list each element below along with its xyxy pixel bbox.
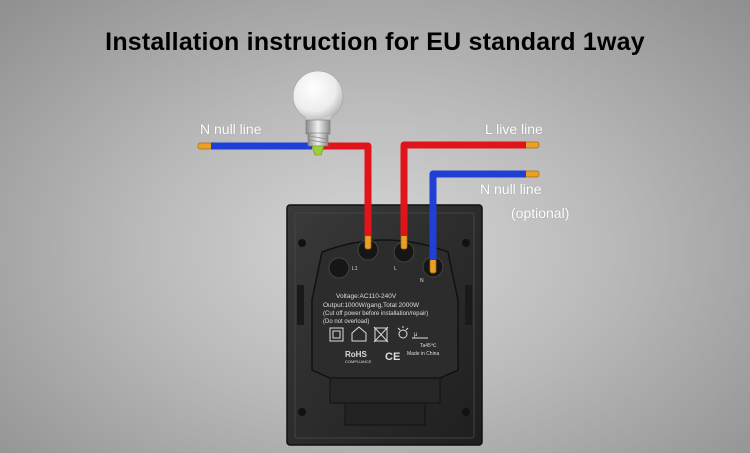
weee-bin-icon [374, 327, 388, 342]
page-title: Installation instruction for EU standard… [105, 28, 645, 56]
mu-symbol: μ [414, 332, 418, 338]
l-live-line-label: L live line [485, 121, 543, 137]
live-wire-right [400, 141, 526, 236]
compliance-symbols [329, 326, 428, 343]
cut-off-text: (Cut off power before installation/repai… [323, 311, 428, 317]
no-overload-text: (Do not overload) [323, 319, 369, 325]
rohs-logo: RoHS [345, 350, 367, 359]
temperature-text: Ta45℃ [420, 343, 437, 349]
neutral-wire-right [429, 170, 526, 260]
live-wire-bulb-to-switch [322, 142, 372, 236]
output-text: Output:1000W/gang,Total 2000W [323, 302, 420, 309]
made-in-text: Made in China [407, 351, 439, 357]
switch-back-module [311, 239, 459, 426]
terminal-l1-label: L1 [352, 266, 358, 272]
optional-label: (optional) [511, 205, 570, 221]
rohs-compliance-text: COMPLIANCE [345, 359, 372, 364]
n-null-line-left-label: N null line [200, 121, 262, 137]
terminal-n-label: N [420, 278, 424, 284]
n-null-line-right-label: N null line [480, 181, 542, 197]
double-insulation-icon [329, 327, 344, 342]
terminal-l-label: L [394, 266, 397, 272]
ce-mark: CE [385, 351, 400, 363]
lamp-icon [398, 329, 408, 339]
light-bulb-icon [292, 70, 344, 156]
indoor-use-icon [351, 326, 367, 342]
voltage-text: Voltage:AC110-240V [336, 293, 397, 300]
